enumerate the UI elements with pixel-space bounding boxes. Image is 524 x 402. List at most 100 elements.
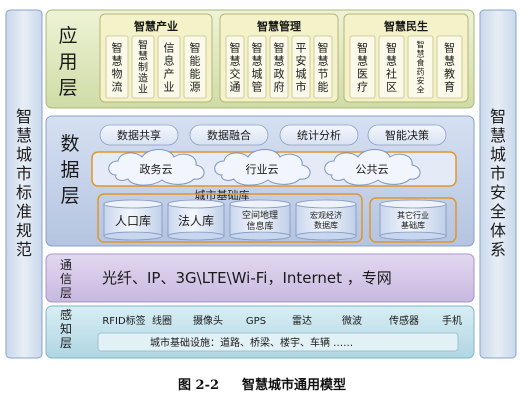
app-item-char: 物 (112, 66, 123, 80)
app-item-box (313, 35, 333, 99)
sensing-layer-title-char: 知 (60, 322, 72, 336)
data-layer: 数据层 数据共享数据融合统计分析智能决策 政务云行业云公共云 城市基础库 人口库… (45, 115, 475, 247)
app-item-char: 慧 (230, 53, 241, 67)
app-item-char: 智 (138, 39, 148, 52)
database-label: 宏观经济 (310, 210, 342, 220)
cloud-shape (108, 149, 205, 186)
sensing-device-label: RFID标签 (102, 314, 145, 327)
app-item-box (157, 35, 181, 99)
app-item-char: 慧 (444, 53, 455, 67)
app-item-char: 智 (252, 40, 263, 54)
app-item-box (131, 35, 155, 99)
app-item-char: 育 (444, 79, 455, 93)
app-item-char: 智 (386, 40, 397, 54)
app-item-char: 管 (252, 79, 263, 93)
database-label: 其它行业 (397, 210, 429, 220)
security-char: 市 (490, 164, 506, 183)
base-library-frame (97, 193, 363, 243)
sensing-device-label: 摄像头 (193, 314, 223, 327)
app-item-char: 智 (112, 40, 123, 54)
app-item-char: 节 (318, 67, 329, 80)
app-item-char: 府 (274, 79, 285, 93)
app-item-char: 业 (138, 84, 148, 96)
cloud-label: 行业云 (246, 163, 279, 176)
cloud-label: 政务云 (140, 162, 173, 176)
data-service-pill (189, 124, 269, 146)
infrastructure-box (97, 332, 459, 352)
app-item-box (105, 35, 129, 99)
database-label: 基础库 (401, 220, 425, 230)
app-item-box (225, 35, 245, 99)
app-item-char: 能 (190, 53, 201, 67)
sensing-device-label: GPS (246, 316, 266, 327)
cloud-label: 公共云 (356, 163, 389, 176)
app-item-char: 智 (357, 40, 368, 54)
app-item-char: 慧 (112, 53, 123, 67)
app-item-char: 市 (296, 79, 307, 93)
standards-char: 规 (16, 221, 32, 240)
app-item-char: 智 (318, 40, 329, 54)
data-service-label: 数据共享 (117, 128, 161, 142)
standards-char: 智 (16, 107, 32, 126)
network-technologies: 光纤、IP、3G\LTE\Wi-Fi，Internet ，专网 (102, 269, 392, 287)
app-item-char: 慧 (252, 53, 263, 67)
app-item-char: 智 (444, 40, 455, 54)
app-item-box (247, 35, 267, 99)
security-char: 系 (490, 240, 506, 259)
app-item-char: 信 (164, 41, 175, 54)
app-item-char: 造 (138, 72, 148, 85)
app-item-char: 智 (190, 40, 201, 54)
app-item-box (349, 35, 376, 99)
infrastructure-text: 城市基础设施：道路、桥梁、楼宇、车辆 …… (150, 336, 353, 349)
app-item-char: 政 (274, 66, 285, 80)
app-item-char: 流 (112, 79, 123, 93)
database-cylinder (295, 199, 357, 241)
cloud-shape (214, 149, 311, 186)
app-group-title: 智慧产业 (134, 19, 178, 33)
sensing-device-label: 微波 (342, 314, 362, 327)
app-group-title: 智慧管理 (257, 19, 301, 33)
app-item-char: 平 (296, 41, 307, 54)
app-item-char: 药 (417, 66, 425, 76)
figure-number: 图 2-2 (178, 378, 219, 393)
app-item-char: 安 (417, 75, 425, 85)
sensing-device-label: 线圈 (152, 314, 172, 327)
app-item-char: 慧 (318, 53, 329, 67)
app-item-char: 慧 (386, 53, 397, 67)
database-label: 法人库 (178, 213, 214, 228)
app-item-box (378, 35, 405, 99)
app-item-char: 智 (230, 40, 241, 54)
security-char: 城 (490, 145, 506, 164)
database-cylinder (229, 199, 291, 241)
app-item-char: 教 (444, 67, 455, 80)
standards-char: 慧 (16, 126, 32, 145)
app-item-char: 源 (190, 79, 201, 93)
standards-char: 准 (16, 202, 32, 221)
security-char: 慧 (490, 126, 506, 145)
database-label: 信息库 (246, 220, 273, 232)
app-item-char: 产 (164, 66, 175, 80)
app-item-box (183, 35, 207, 99)
app-item-char: 能 (190, 66, 201, 80)
application-layer-title-char: 用 (58, 51, 77, 73)
standards-char: 标 (16, 183, 32, 202)
sensing-layer-title-char: 感 (60, 307, 72, 322)
data-service-label: 智能决策 (385, 128, 429, 142)
app-item-char: 业 (164, 80, 175, 93)
network-layer-title-char: 层 (60, 286, 72, 300)
app-item-char: 息 (164, 53, 175, 67)
security-char: 智 (490, 107, 506, 126)
app-item-char: 城 (296, 67, 307, 80)
cloud-shape (324, 149, 421, 186)
application-layer: 应用层 智慧产业智慧物流智慧制造业信息产业智能能源智慧管理智慧交通智慧城管智慧政… (45, 9, 475, 109)
app-item-char: 安 (296, 53, 307, 67)
other-library-frame (369, 197, 457, 243)
sensing-device-label: 雷达 (292, 315, 312, 327)
application-layer-title-char: 应 (58, 25, 77, 47)
data-layer-title-char: 据 (60, 159, 79, 181)
data-service-pill (99, 124, 179, 146)
data-service-pill (367, 124, 447, 146)
